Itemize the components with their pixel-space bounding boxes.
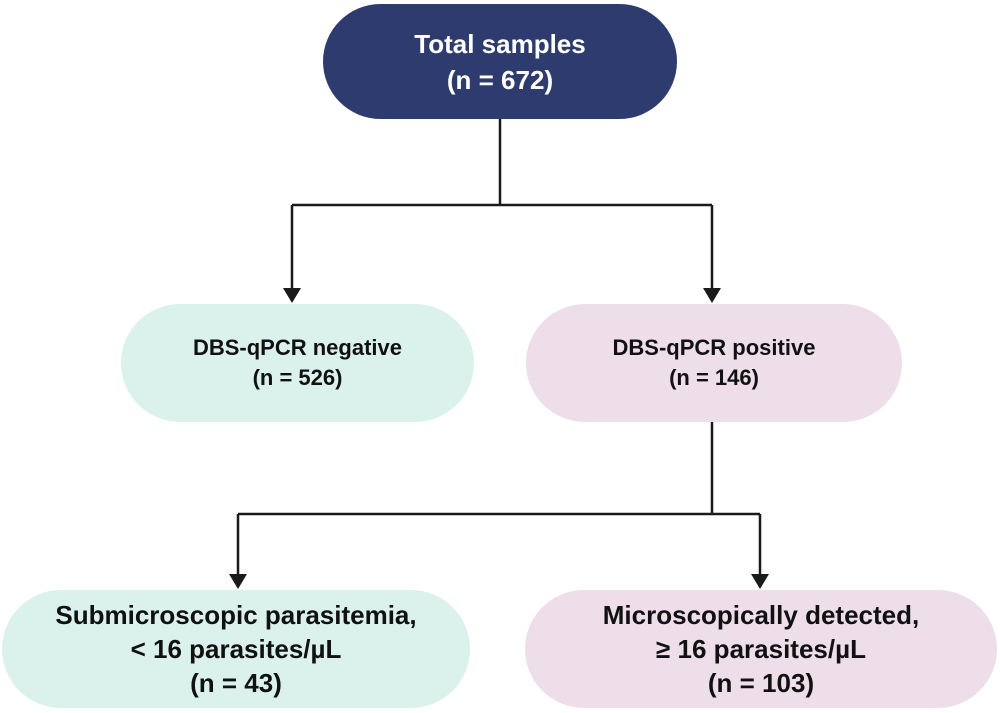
microscopic-count: (n = 103) bbox=[707, 668, 815, 698]
total-samples-count: (n = 672) bbox=[446, 64, 554, 95]
submicroscopic-node: Submicroscopic parasitemia, < 16 parasit… bbox=[2, 590, 470, 708]
microscopic-threshold: ≥ 16 parasites/µL bbox=[656, 634, 866, 664]
total-samples-node: Total samples (n = 672) bbox=[323, 4, 677, 119]
dbs-qpcr-positive-label: DBS-qPCR positive bbox=[612, 335, 816, 360]
dbs-qpcr-negative-node: DBS-qPCR negative (n = 526) bbox=[121, 304, 474, 422]
arrowhead-negative bbox=[283, 288, 301, 303]
dbs-qpcr-negative-label: DBS-qPCR negative bbox=[192, 335, 403, 360]
submicroscopic-label: Submicroscopic parasitemia, bbox=[55, 600, 417, 630]
dbs-qpcr-positive-count: (n = 146) bbox=[669, 365, 759, 390]
arrowhead-microscopic bbox=[751, 574, 769, 589]
dbs-qpcr-negative-count: (n = 526) bbox=[252, 365, 343, 390]
arrowhead-positive bbox=[703, 288, 721, 303]
microscopic-label: Microscopically detected, bbox=[602, 600, 920, 630]
microscopic-node: Microscopically detected, ≥ 16 parasites… bbox=[525, 590, 997, 708]
arrowhead-submicroscopic bbox=[229, 574, 247, 589]
total-samples-label: Total samples bbox=[414, 28, 586, 59]
submicroscopic-threshold: < 16 parasites/µL bbox=[130, 634, 342, 664]
dbs-qpcr-positive-node: DBS-qPCR positive (n = 146) bbox=[526, 304, 902, 422]
submicroscopic-count: (n = 43) bbox=[190, 668, 282, 698]
